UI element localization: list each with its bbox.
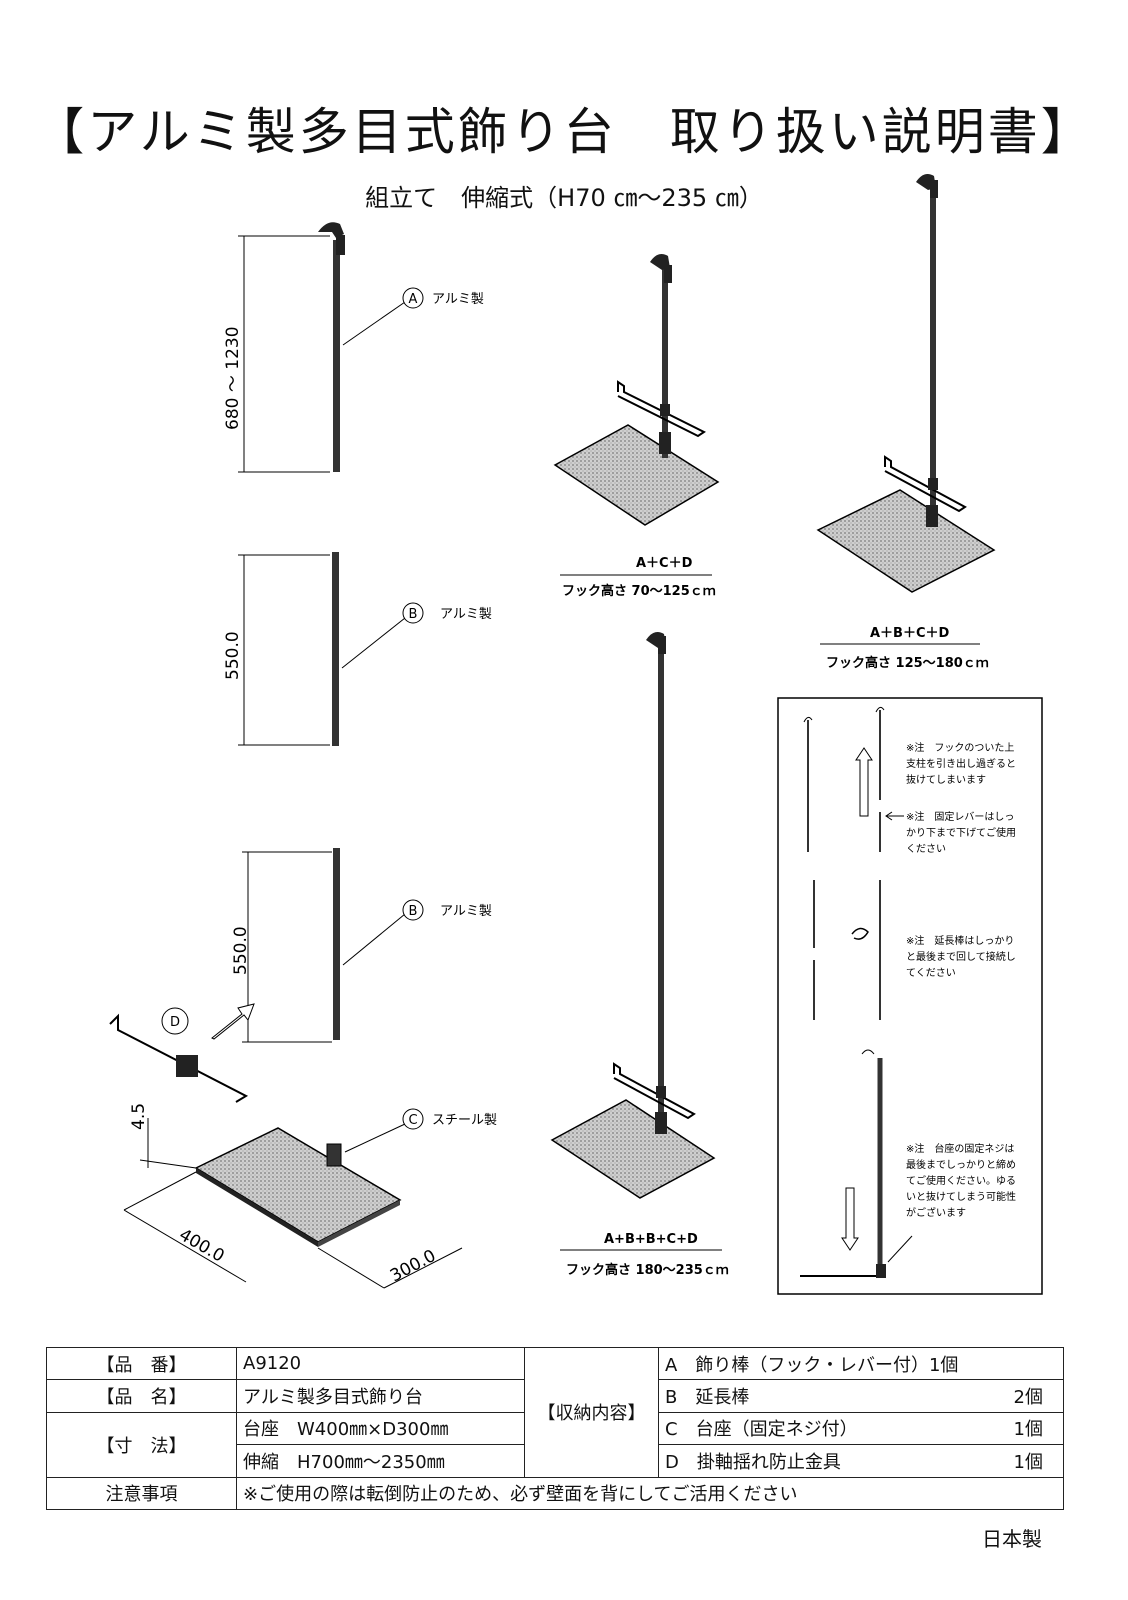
contents-item: C 台座（固定ネジ付）1個 [658,1411,1064,1446]
origin-label: 日本製 [982,1527,1042,1551]
config-abcd-caption: A＋B＋C＋D フック高さ 125〜180ｃｍ [820,626,989,671]
part-c-base [194,1127,402,1247]
note-2: ※注 固定レバーはしっ かり下まで下げてご使用 ください [906,810,1016,855]
config-abcd-height: フック高さ 125〜180ｃｍ [826,655,989,671]
part-b1-dim: 550.0 [223,554,330,746]
part-c-letter: C [408,1113,417,1128]
part-a-dim: 680 〜 1230 [223,235,330,473]
part-b2-material: アルミ製 [440,904,492,919]
svg-text:※注 延長棒はしっかり: ※注 延長棒はしっかり [906,934,1014,947]
part-c-material: スチール製 [432,1113,497,1128]
config-abbcd-caption: A+B+B+C+D フック高さ 180〜235ｃｍ [560,1232,729,1278]
contents-item: A 飾り棒（フック・レバー付）1個 [658,1346,1064,1381]
part-c-width: 400.0 [176,1225,228,1267]
svg-text:がございます: がございます [906,1206,966,1219]
part-a-letter: A [409,292,418,307]
hinmei-label: 【品 名】 [46,1379,237,1413]
part-b1-material: アルミ製 [440,607,492,622]
svg-text:いと抜けてしまう可能性: いと抜けてしまう可能性 [906,1190,1016,1203]
config-abbcd-formula: A+B+B+C+D [604,1232,698,1247]
part-c-depth: 300.0 [387,1246,439,1287]
page-title: 【アルミ製多目式飾り台 取り扱い説明書】 [34,103,1094,161]
part-a-length: 680 〜 1230 [223,326,243,430]
sunpo-label: 【寸 法】 [46,1411,237,1478]
svg-text:最後までしっかりと締め: 最後までしっかりと締め [906,1158,1016,1171]
note-3: ※注 延長棒はしっかり と最後まで回して接続し てください [906,934,1016,979]
part-d-letter: D [170,1015,180,1030]
svg-text:支柱を引き出し過ぎると: 支柱を引き出し過ぎると [906,757,1016,770]
part-b1-length: 550.0 [223,631,243,680]
rotate-icon [851,927,869,940]
config-abbcd-height: フック高さ 180〜235ｃｍ [566,1262,729,1278]
part-c-thickness: 4.5 [129,1103,149,1130]
hinban-label: 【品 番】 [46,1346,237,1381]
sunpo-ext: 伸縮 H700㎜〜2350㎜ [236,1444,525,1478]
hinmei-value: アルミ製多目式飾り台 [236,1379,525,1413]
caution-label: 注意事項 [46,1476,237,1511]
svg-text:てご使用ください。ゆる: てご使用ください。ゆる [906,1174,1016,1187]
hinban-value: A9120 [236,1346,525,1381]
notes-box [777,697,1043,1295]
spec-table: 【品 番】 A9120 【収納内容】 A 飾り棒（フック・レバー付）1個 【品 … [46,1346,1064,1511]
config-acd-caption: A＋C＋D フック高さ 70〜125ｃｍ [560,556,716,599]
part-d-bracket: D [109,1003,255,1103]
config-acd-formula: A＋C＋D [636,556,693,571]
config-abbcd-stand [550,632,716,1199]
config-abcd-stand [816,174,996,593]
note-3-diagram [813,880,881,1020]
note-1-diagram [803,706,904,852]
svg-text:かり下まで下げてご使用: かり下まで下げてご使用 [906,826,1016,839]
part-b1-pole [332,552,339,746]
config-acd-stand [553,254,720,526]
config-acd-height: フック高さ 70〜125ｃｍ [562,583,716,599]
part-c-callout: C スチール製 [344,1108,497,1153]
svg-text:ください: ください [906,843,946,855]
svg-text:※注 フックのついた上: ※注 フックのついた上 [906,741,1014,754]
note-4: ※注 台座の固定ネジは 最後までしっかりと締め てご使用ください。ゆる いと抜け… [906,1142,1016,1219]
down-arrow-icon [841,1187,859,1251]
part-b1-callout: B アルミ製 [341,602,492,669]
svg-text:てください: てください [906,967,956,979]
part-b1-letter: B [409,607,418,622]
part-b2-pole [333,848,340,1040]
svg-text:※注 台座の固定ネジは: ※注 台座の固定ネジは [906,1142,1014,1155]
caution-text: ※ご使用の際は転倒防止のため、必ず壁面を背にしてご活用ください [236,1476,1064,1511]
part-a-material: アルミ製 [432,292,484,307]
note-4-diagram [800,1049,913,1278]
insert-arrow-icon [211,1003,255,1040]
part-a-pole [318,222,345,472]
page-subtitle: 組立て 伸縮式（H70 ㎝〜235 ㎝） [365,184,763,212]
part-b2-letter: B [409,904,418,919]
config-abcd-formula: A＋B＋C＋D [870,626,950,641]
svg-text:と最後まで回して接続し: と最後まで回して接続し [906,950,1016,963]
assembly-diagram: 680 〜 1230 A アルミ製 550.0 B アルミ製 550.0 B ア… [109,174,1043,1295]
svg-text:※注 固定レバーはしっ: ※注 固定レバーはしっ [906,810,1014,823]
part-b2-length: 550.0 [231,926,251,975]
note-1: ※注 フックのついた上 支柱を引き出し過ぎると 抜けてしまいます [906,741,1016,786]
part-b2-callout: B アルミ製 [342,899,492,966]
contents-label: 【収納内容】 [524,1347,659,1478]
svg-text:抜けてしまいます: 抜けてしまいます [906,773,986,786]
sunpo-base: 台座 W400㎜×D300㎜ [236,1411,525,1446]
part-a-callout: A アルミ製 [342,287,484,346]
